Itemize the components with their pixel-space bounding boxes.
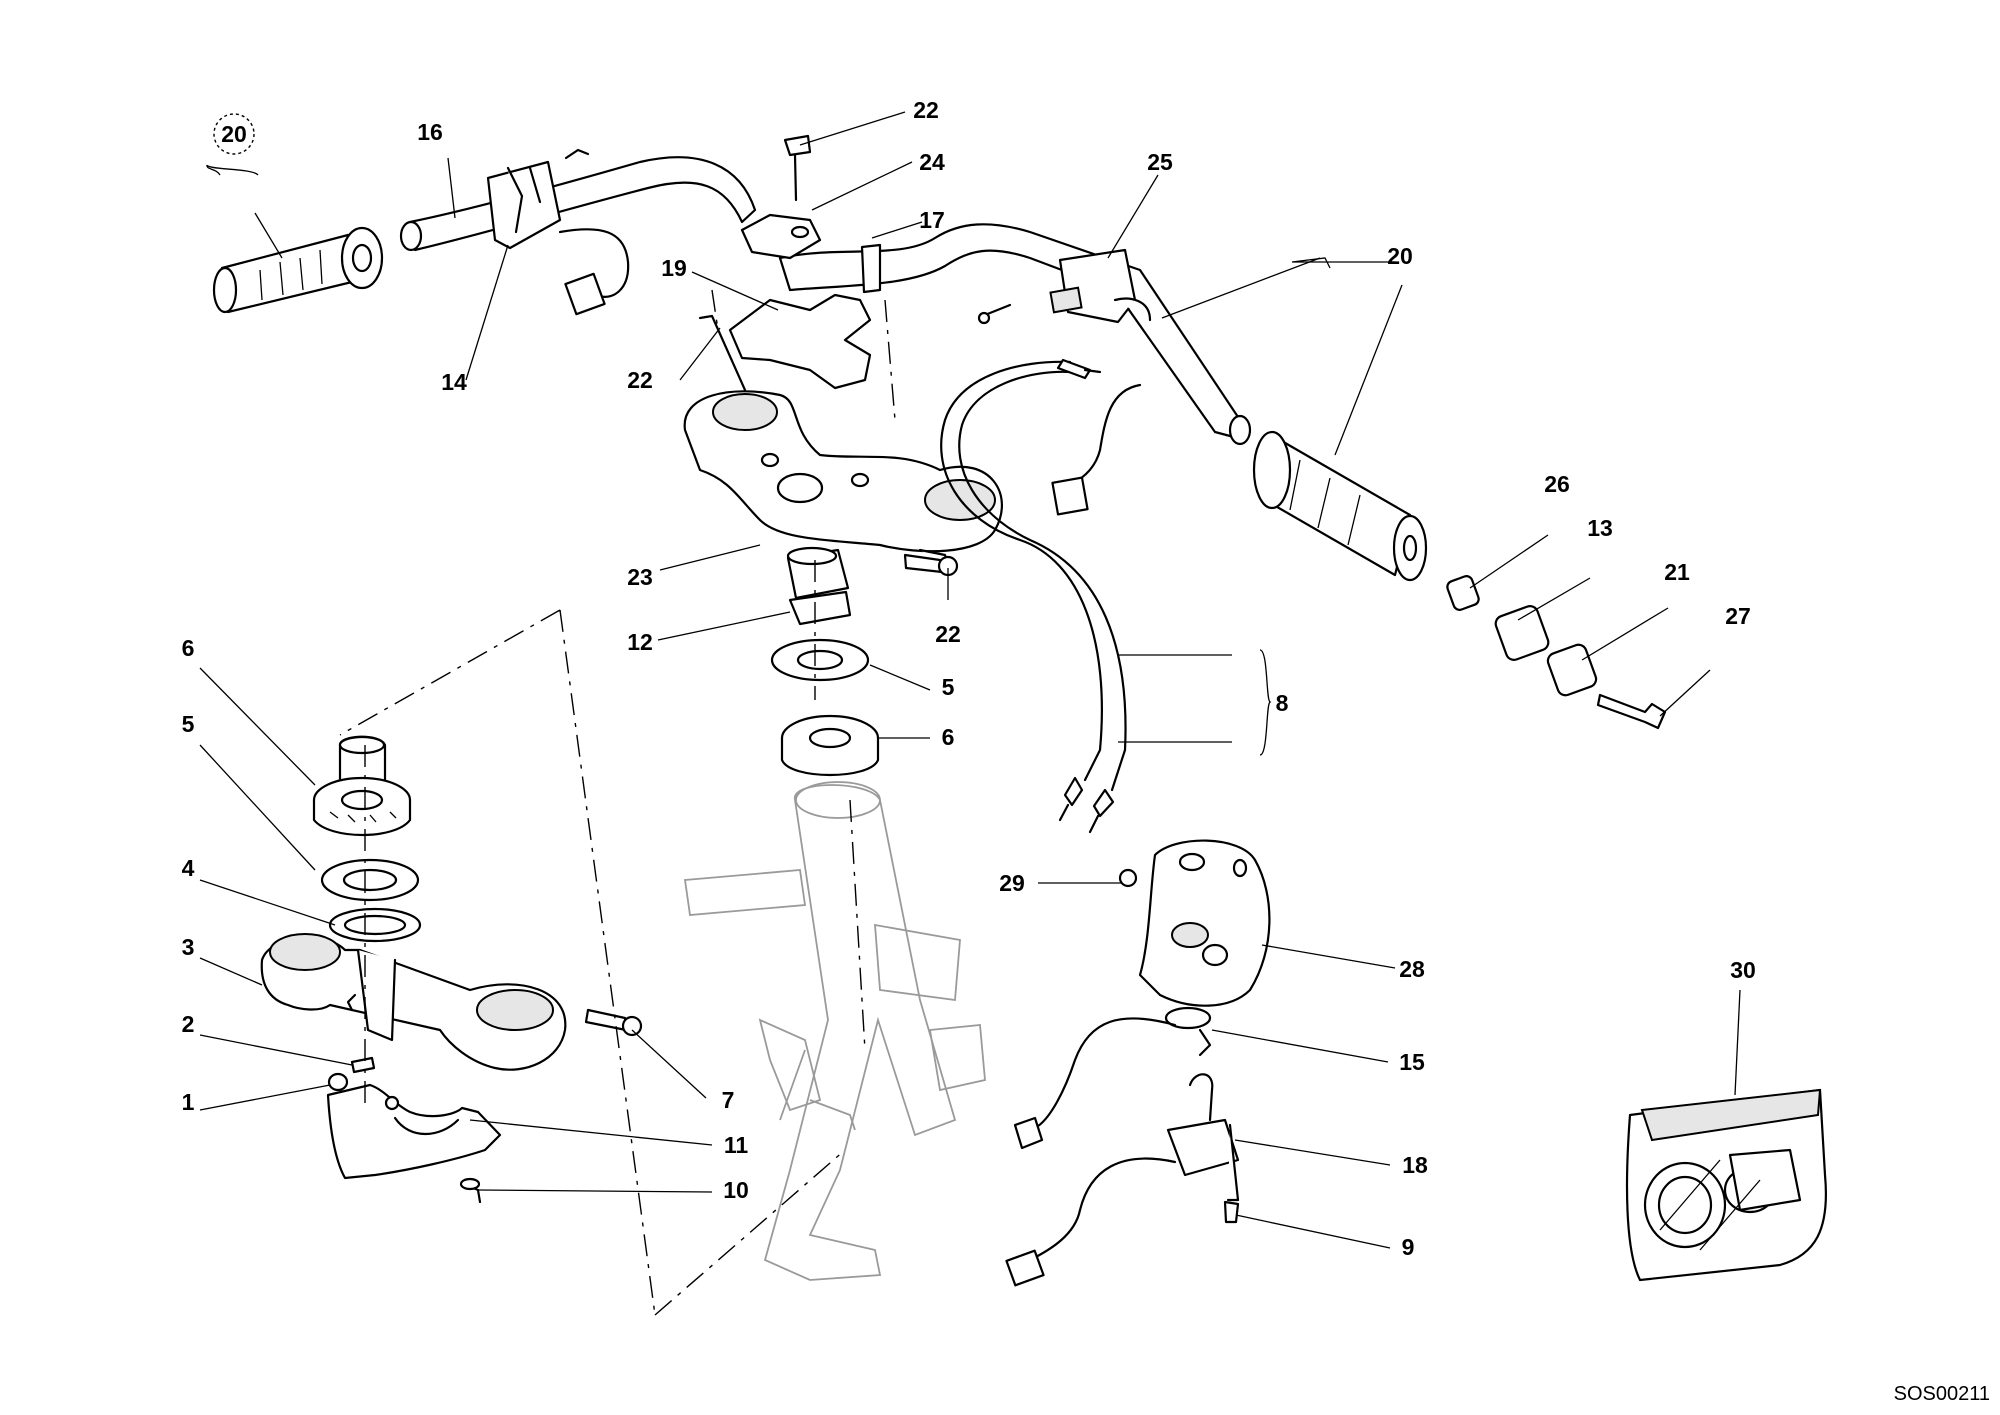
callout-3: 3 — [182, 934, 195, 960]
callout-4: 4 — [182, 855, 195, 881]
cover-screw — [1118, 868, 1138, 888]
bar-end-parts — [1446, 575, 1667, 730]
steering-lock-plate — [326, 1083, 502, 1180]
leader-lines — [199, 111, 1741, 1249]
callout-30: 30 — [1730, 957, 1756, 983]
yoke-pinch-bolt — [903, 553, 959, 577]
callout-2: 2 — [182, 1011, 195, 1037]
drawing-code: SOS00211 — [1894, 1383, 1990, 1405]
callout-28: 28 — [1399, 956, 1425, 982]
callout-6-center: 6 — [942, 724, 955, 750]
callout-13: 13 — [1587, 515, 1613, 541]
ignition-cover — [1138, 839, 1271, 1007]
throttle-grip — [1252, 430, 1428, 582]
exploded-view-frame — [339, 609, 846, 1316]
callout-1: 1 — [182, 1089, 195, 1115]
handlebar-clamps — [698, 134, 882, 392]
detail-component-box — [1625, 1088, 1827, 1282]
lower-washer — [320, 858, 420, 902]
wiring-harness — [940, 358, 1142, 834]
stem-bearing — [780, 714, 880, 777]
callout-5-left: 5 — [182, 711, 195, 737]
callout-22-mid: 22 — [627, 367, 653, 393]
callout-14: 14 — [441, 369, 467, 395]
right-switch-housing — [977, 248, 1152, 325]
callout-19: 19 — [661, 255, 687, 281]
plate-screw — [459, 1177, 482, 1204]
callout-24: 24 — [919, 149, 945, 175]
callout-27: 27 — [1725, 603, 1751, 629]
left-switch-housing — [486, 148, 630, 316]
callout-20-right: 20 — [1387, 243, 1413, 269]
callout-22-top: 22 — [913, 97, 939, 123]
left-handlebar — [399, 156, 757, 252]
frame-ghost — [683, 781, 986, 1281]
lower-yoke — [260, 933, 567, 1071]
callout-9: 9 — [1402, 1234, 1415, 1260]
callout-16: 16 — [417, 119, 443, 145]
callout-7: 7 — [722, 1087, 735, 1113]
left-grip — [212, 226, 384, 314]
callout-21: 21 — [1664, 559, 1690, 585]
lower-pinch-bolt — [584, 1008, 643, 1037]
callout-25: 25 — [1147, 149, 1173, 175]
dust-seal — [328, 907, 422, 943]
callout-11: 11 — [724, 1132, 749, 1158]
callout-29: 29 — [999, 870, 1025, 896]
callout-labels: 20 16 14 22 24 17 19 22 25 20 23 22 12 5… — [182, 97, 1756, 1260]
callout-12: 12 — [627, 629, 653, 655]
callout-18: 18 — [1402, 1152, 1428, 1178]
callout-22-bolt: 22 — [935, 621, 961, 647]
ignition-grommet — [1013, 1006, 1212, 1150]
stem-nut — [786, 546, 852, 626]
stem-bearing-lower — [312, 735, 412, 836]
ignition-switch — [1005, 1073, 1240, 1287]
callout-10: 10 — [723, 1177, 749, 1203]
assembly-axis-lines — [364, 289, 896, 1110]
callout-26: 26 — [1544, 471, 1570, 497]
switch-screw — [1223, 1200, 1240, 1224]
callout-23: 23 — [627, 564, 653, 590]
callout-20-left: 20 — [221, 121, 247, 147]
callout-17: 17 — [919, 207, 945, 233]
callout-5-center: 5 — [942, 674, 955, 700]
top-yoke — [683, 390, 1003, 572]
optional-part-marker — [213, 113, 255, 155]
callout-6-left: 6 — [182, 635, 195, 661]
callout-15: 15 — [1399, 1049, 1425, 1075]
stem-washer — [770, 638, 870, 682]
callout-8: 8 — [1276, 690, 1289, 716]
